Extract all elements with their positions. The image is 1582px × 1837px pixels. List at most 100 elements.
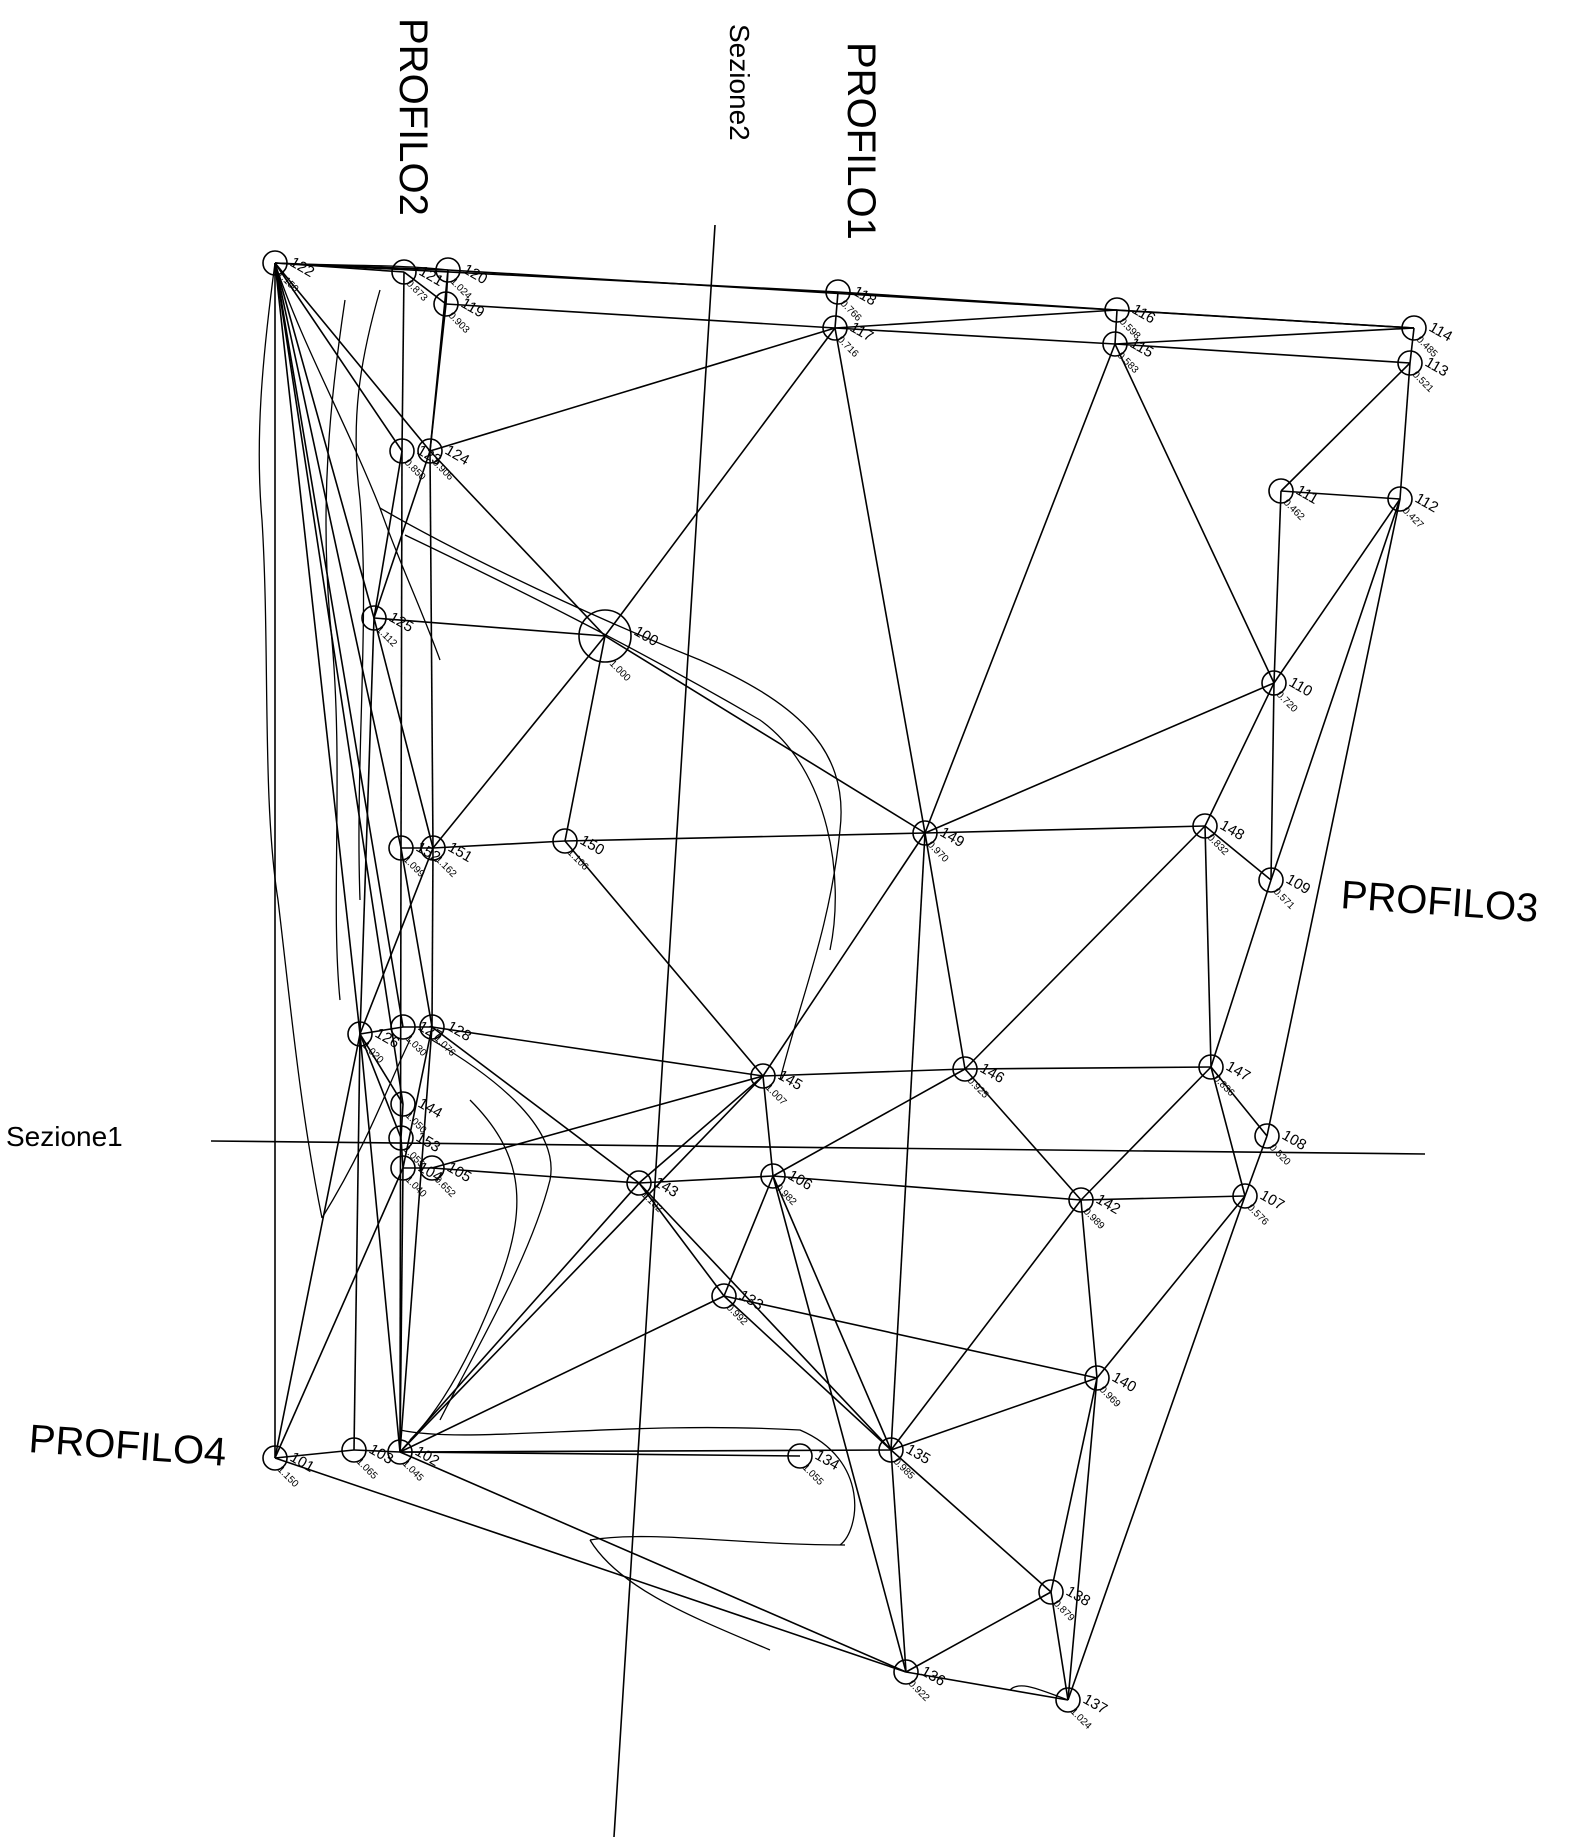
point-marker	[1268, 478, 1294, 504]
edge-115-113	[1114, 343, 1411, 364]
edge-146-106	[772, 1068, 966, 1177]
edge-112-113	[1399, 362, 1411, 500]
edge-111-112	[1280, 490, 1401, 500]
point-marker	[1104, 297, 1130, 323]
edge-104-128	[402, 1026, 433, 1169]
edge-121-123	[401, 271, 405, 452]
edge-102-133	[399, 1295, 725, 1453]
triangulation-edges	[274, 262, 1415, 1701]
point-marker	[1055, 1687, 1081, 1713]
edge-103-102	[353, 1449, 401, 1453]
edge-146-142	[964, 1068, 1082, 1201]
edge-101-126	[274, 1033, 361, 1459]
edge-135-136	[890, 1449, 907, 1673]
edge-135-138	[890, 1449, 1052, 1593]
point-marker	[750, 1063, 776, 1089]
profilo2-label: PROFILO2	[391, 18, 435, 216]
edge-101-103	[274, 1449, 355, 1459]
edge-145-143	[638, 1075, 764, 1184]
edge-126-127	[359, 1026, 404, 1035]
point-marker	[341, 1437, 367, 1463]
point-label: 118	[850, 283, 879, 310]
edge-147-108	[1210, 1066, 1268, 1137]
point-label: 110	[1286, 674, 1315, 701]
edge-122-144	[274, 262, 404, 1105]
contour-line	[431, 1039, 552, 1421]
edge-140-138	[1050, 1377, 1098, 1593]
edge-125-151	[373, 617, 434, 849]
edge-107-137	[1067, 1195, 1246, 1701]
edge-145-102	[399, 1075, 764, 1453]
contour-line	[409, 1099, 518, 1441]
edge-150-149	[564, 832, 926, 842]
point-label: 117	[847, 319, 876, 346]
edge-124-117	[429, 327, 836, 452]
edge-112-108	[1266, 498, 1401, 1137]
point-marker	[552, 828, 578, 854]
edge-110-109	[1270, 682, 1275, 881]
contour-line	[379, 507, 842, 1081]
edge-124-151	[429, 450, 434, 849]
edge-122-123	[274, 262, 403, 452]
point-marker	[1254, 1123, 1280, 1149]
point-marker	[419, 1155, 445, 1181]
survey-points: 1001.0001021.0451031.0651041.0401050.652…	[262, 250, 1455, 1732]
point-marker	[417, 438, 443, 464]
edge-102-135	[399, 1449, 892, 1453]
edge-121-119	[403, 271, 447, 305]
point-value: 1.000	[607, 658, 633, 684]
edge-103-126	[353, 1033, 361, 1451]
contour-line	[325, 299, 346, 1001]
edge-122-126	[274, 262, 361, 1035]
edge-124-100	[429, 450, 606, 637]
point-marker	[626, 1170, 652, 1196]
point-label: 116	[1129, 301, 1158, 328]
edge-126-153	[359, 1033, 402, 1139]
edge-123-152	[400, 450, 403, 849]
edge-102-128	[399, 1026, 433, 1453]
point-marker	[390, 1014, 416, 1040]
sezione1-line	[210, 1140, 1426, 1155]
edge-147-107	[1210, 1066, 1246, 1197]
contour-line	[404, 534, 836, 951]
point-marker	[822, 315, 848, 341]
edge-115-114	[1114, 327, 1415, 345]
edge-128-151	[431, 847, 434, 1028]
edge-113-111	[1280, 362, 1411, 492]
edge-133-135	[723, 1295, 892, 1451]
contour-line	[399, 1426, 856, 1546]
point-marker	[1084, 1365, 1110, 1391]
point-marker	[361, 605, 387, 631]
edge-148-147	[1204, 825, 1212, 1068]
profilo3-label: PROFILO3	[1339, 873, 1539, 931]
point-marker	[388, 1125, 414, 1151]
point-marker	[1397, 350, 1423, 376]
edge-149-145	[762, 832, 926, 1077]
edge-150-145	[564, 840, 764, 1077]
point-marker	[390, 1091, 416, 1117]
sezione2-line	[613, 224, 716, 1837]
contour-lines	[258, 262, 1069, 1701]
point-marker	[825, 279, 851, 305]
edge-109-147	[1210, 879, 1272, 1068]
edge-142-135	[890, 1199, 1082, 1451]
contour-line	[258, 262, 323, 1219]
edge-110-148	[1204, 682, 1275, 827]
point-marker	[1401, 315, 1427, 341]
edge-125-123	[373, 450, 403, 619]
edge-126-144	[359, 1033, 404, 1105]
edge-105-145	[431, 1075, 764, 1169]
